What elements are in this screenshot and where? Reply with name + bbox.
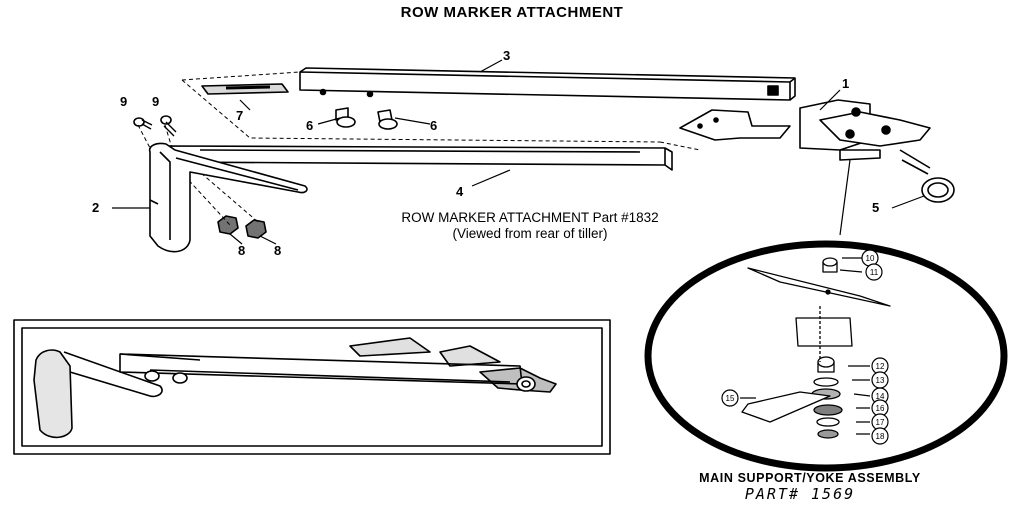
- yoke-assembly-detail: [740, 257, 891, 439]
- part-1-bracket: [679, 99, 931, 161]
- callout-8a: 8: [238, 243, 245, 258]
- photo-inset: [13, 319, 611, 455]
- callout-6b: 6: [430, 118, 437, 133]
- callout-1: 1: [842, 76, 849, 91]
- callout-13: 13: [876, 376, 885, 385]
- part-8-nuts: [217, 215, 267, 239]
- main-caption-line1: ROW MARKER ATTACHMENT Part #1832: [401, 210, 659, 225]
- part-3-upper-tube: [299, 67, 796, 101]
- part-7-plate: [201, 83, 289, 95]
- callout-17: 17: [876, 418, 885, 427]
- yoke-part-number: PART# 1569: [744, 485, 856, 503]
- callout-15: 15: [726, 394, 735, 403]
- callout-16: 16: [876, 404, 885, 413]
- yoke-caption: MAIN SUPPORT/YOKE ASSEMBLY: [699, 471, 921, 485]
- detail-callout-labels: 10 11 12 13 14 15 16 17 18: [726, 254, 885, 441]
- callout-9b: 9: [152, 94, 159, 109]
- main-caption: ROW MARKER ATTACHMENT Part #1832 (Viewed…: [330, 210, 730, 242]
- callout-11: 11: [870, 268, 879, 277]
- callout-12: 12: [876, 362, 885, 371]
- callout-4: 4: [456, 184, 464, 199]
- detail-circle: [644, 240, 1008, 472]
- callout-10: 10: [866, 254, 875, 263]
- callout-leaders: [112, 59, 925, 245]
- page-title: ROW MARKER ATTACHMENT: [400, 4, 624, 21]
- part-2-marker-blade: [148, 142, 308, 253]
- part-6-bolts: [335, 107, 398, 130]
- callout-labels: 1 2 3 4 5 6 6 7 8 8 9 9: [92, 48, 879, 258]
- callout-7: 7: [236, 108, 243, 123]
- callout-3: 3: [503, 48, 510, 63]
- callout-18: 18: [876, 432, 885, 441]
- detail-callout-bubbles: [721, 249, 889, 445]
- callout-6a: 6: [306, 118, 313, 133]
- callout-2: 2: [92, 200, 99, 215]
- callout-9a: 9: [120, 94, 127, 109]
- callout-5: 5: [872, 200, 879, 215]
- main-caption-line2: (Viewed from rear of tiller): [452, 226, 608, 241]
- part-4-lower-tube: [164, 145, 673, 171]
- callout-8b: 8: [274, 243, 281, 258]
- callout-14: 14: [876, 392, 885, 401]
- part-9-screws: [133, 115, 177, 137]
- part-5-pin: [899, 149, 955, 203]
